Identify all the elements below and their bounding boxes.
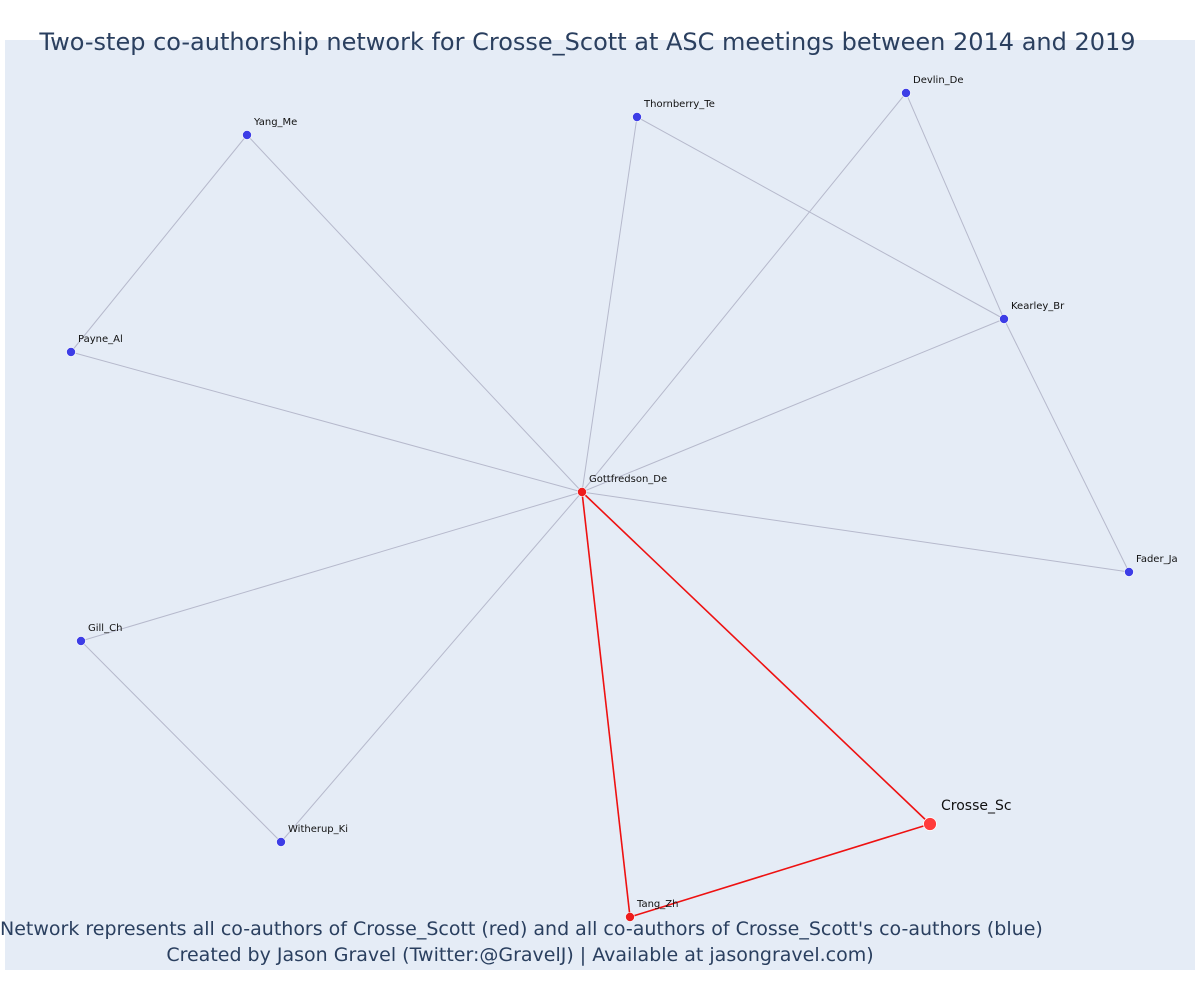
node-Payne_Al[interactable] [66, 347, 76, 357]
node-label-Payne_Al: Payne_Al [78, 334, 123, 345]
node-label-Witherup_Ki: Witherup_Ki [288, 824, 348, 835]
edge-Kearley_Br-Fader_Ja [1003, 318, 1130, 573]
edge-Gill_Ch-Witherup_Ki [80, 640, 282, 843]
edge-Gottfredson_De-Yang_Me [246, 134, 583, 493]
node-Gottfredson_De[interactable] [577, 487, 587, 497]
edge-Gottfredson_De-Kearley_Br [581, 318, 1005, 493]
caption-line-2: Created by Jason Gravel (Twitter:@Gravel… [166, 944, 874, 966]
node-label-Thornberry_Te: Thornberry_Te [643, 99, 715, 110]
node-Gill_Ch[interactable] [76, 636, 86, 646]
node-Thornberry_Te[interactable] [632, 112, 642, 122]
edge-Gottfredson_De-Thornberry_Te [581, 116, 638, 493]
edges-layer [70, 92, 1130, 918]
node-label-Gill_Ch: Gill_Ch [88, 623, 122, 634]
node-label-Gottfredson_De: Gottfredson_De [589, 474, 667, 485]
node-label-Devlin_De: Devlin_De [913, 75, 964, 86]
node-label-Fader_Ja: Fader_Ja [1136, 554, 1178, 565]
caption-line-1: Network represents all co-authors of Cro… [0, 918, 1043, 940]
edge-Thornberry_Te-Kearley_Br [636, 116, 1005, 320]
chart-title: Two-step co-authorship network for Cross… [39, 28, 1136, 56]
node-label-Crosse_Sc: Crosse_Sc [941, 798, 1012, 814]
edge-Devlin_De-Kearley_Br [905, 92, 1005, 320]
node-Fader_Ja[interactable] [1124, 567, 1134, 577]
edge-Yang_Me-Payne_Al [70, 134, 248, 353]
node-Crosse_Sc[interactable] [923, 817, 937, 831]
node-Tang_Zh[interactable] [625, 912, 635, 922]
node-Yang_Me[interactable] [242, 130, 252, 140]
edge-Crosse_Sc-Gottfredson_De [581, 491, 931, 825]
nodes-layer [66, 88, 1134, 922]
node-Devlin_De[interactable] [901, 88, 911, 98]
node-label-Yang_Me: Yang_Me [253, 117, 297, 128]
edge-Gottfredson_De-Payne_Al [70, 351, 583, 493]
node-Witherup_Ki[interactable] [276, 837, 286, 847]
node-label-Kearley_Br: Kearley_Br [1011, 301, 1065, 312]
node-Kearley_Br[interactable] [999, 314, 1009, 324]
edge-Gottfredson_De-Gill_Ch [80, 491, 583, 642]
edge-Gottfredson_De-Devlin_De [581, 92, 907, 493]
edge-Gottfredson_De-Witherup_Ki [280, 491, 583, 843]
plot-area [5, 40, 1195, 970]
node-label-Tang_Zh: Tang_Zh [636, 899, 678, 910]
edge-Gottfredson_De-Tang_Zh [581, 491, 631, 918]
edge-Crosse_Sc-Tang_Zh [629, 823, 931, 918]
edge-Gottfredson_De-Fader_Ja [581, 491, 1130, 573]
